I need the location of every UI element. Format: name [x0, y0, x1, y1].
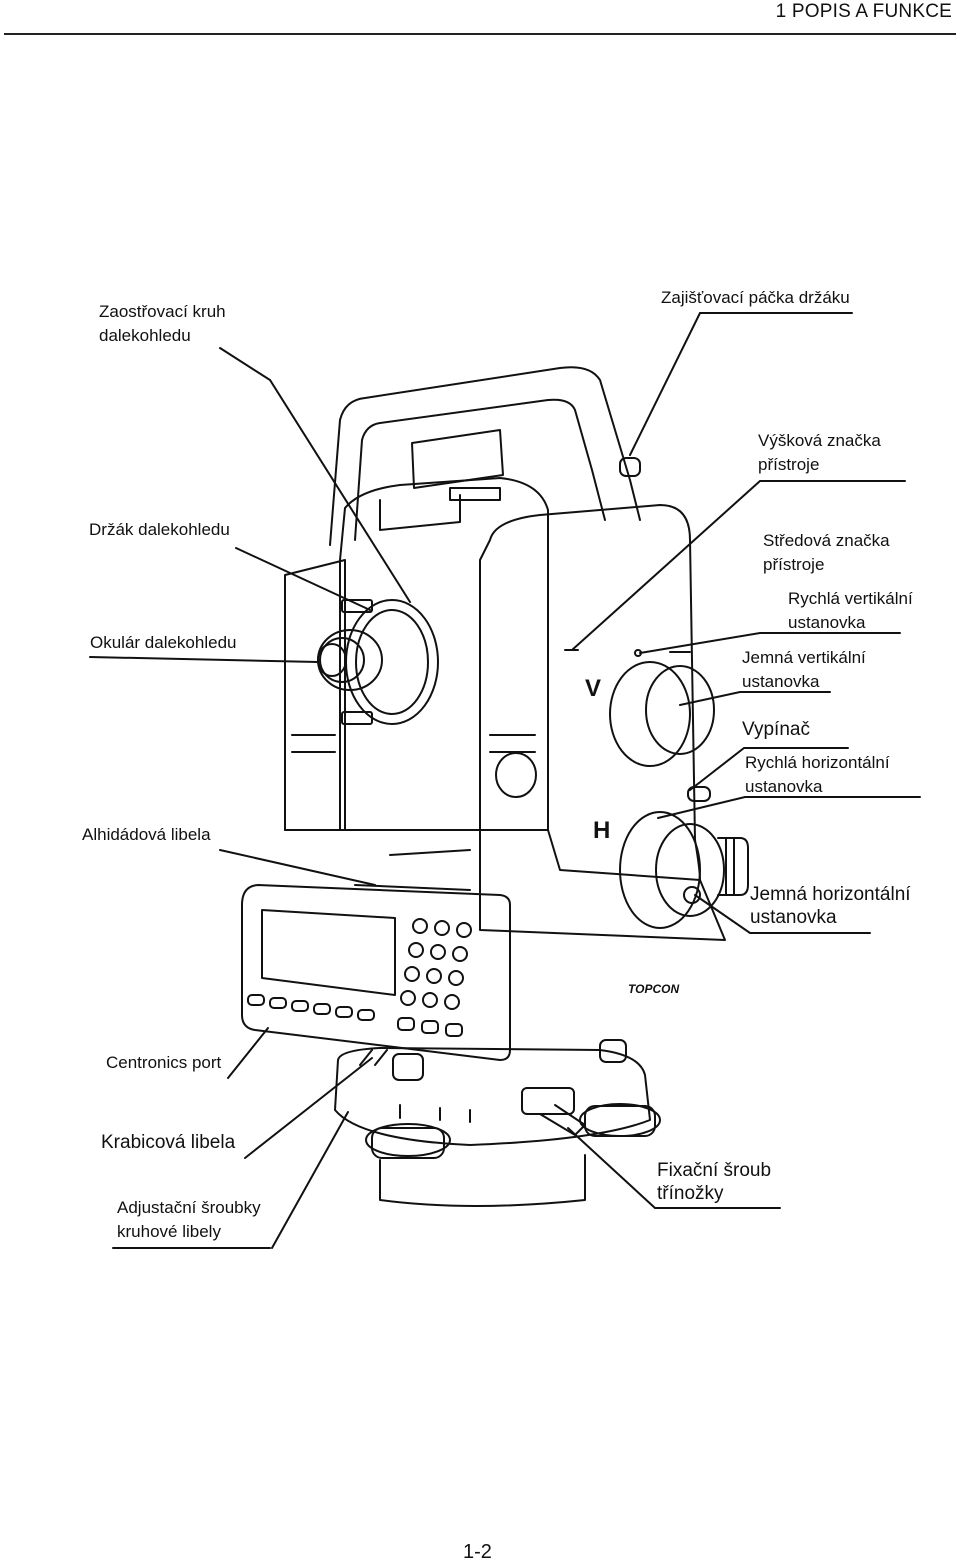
label-power-switch: Vypínač	[742, 719, 810, 740]
vertical-fine-knob	[645, 665, 715, 755]
leader-horizontal-coarse	[657, 796, 921, 819]
label-vertical-coarse-1: Rychlá vertikální	[788, 589, 913, 608]
label-plate-level: Alhidádová libela	[82, 825, 211, 844]
section-title: 1 POPIS A FUNKCE	[775, 1, 952, 22]
handle-lock-lever	[619, 457, 641, 477]
label-center-mark-1: Středová značka	[763, 531, 890, 550]
carrying-handle	[329, 366, 641, 546]
label-telescope-holder: Držák dalekohledu	[89, 520, 230, 539]
label-vertical-fine-1: Jemná vertikální	[742, 648, 866, 667]
leader-focus-ring	[219, 347, 411, 603]
label-handle-lock: Zajišťovací páčka držáku	[661, 288, 850, 307]
right-standard	[479, 504, 726, 941]
leader-power	[689, 747, 849, 791]
leader-height-mark	[571, 480, 906, 651]
label-centronics-port: Centronics port	[106, 1053, 222, 1072]
control-panel	[241, 884, 511, 1061]
label-height-mark-1: Výšková značka	[758, 431, 881, 450]
leader-eyepiece	[89, 656, 319, 663]
telescope-housing	[339, 477, 549, 831]
label-center-mark-2: přístroje	[763, 555, 825, 574]
tribrach-lock	[521, 1087, 575, 1115]
horizontal-coarse-knob	[619, 811, 701, 929]
leader-center-mark	[639, 632, 901, 654]
label-focus-ring-1: Zaostřovací kruh	[99, 302, 226, 321]
leader-tribrach-lock	[567, 1127, 781, 1209]
leader-adjust-screws	[112, 1111, 349, 1249]
label-horizontal-coarse-2: ustanovka	[745, 777, 823, 796]
vertical-coarse-knob	[609, 661, 691, 767]
h-mark: H	[593, 817, 610, 844]
label-tribrach-lock-1: Fixační šroub	[657, 1160, 772, 1181]
leader-centronics	[227, 1027, 269, 1079]
brand-logo: TOPCON	[628, 982, 679, 996]
leader-vertical-fine	[679, 691, 831, 706]
leader-telescope-holder	[235, 547, 371, 611]
label-circular-level: Krabicová libela	[101, 1132, 236, 1153]
label-tribrach-lock-2: třínožky	[657, 1183, 724, 1204]
label-horizontal-fine-2: ustanovka	[750, 907, 837, 928]
leader-handle-lock	[629, 312, 853, 456]
horizontal-fine-knob	[655, 823, 725, 917]
label-adjust-screws-2: kruhové libely	[117, 1222, 221, 1241]
leader-horizontal-fine	[694, 894, 871, 934]
label-adjust-screws-1: Adjustační šroubky	[117, 1198, 261, 1217]
focus-ring-drawing	[345, 599, 439, 725]
v-mark: V	[585, 675, 601, 702]
label-focus-ring-2: dalekohledu	[99, 326, 191, 345]
lcd-display	[261, 909, 396, 996]
label-vertical-fine-2: ustanovka	[742, 672, 820, 691]
header-rule	[4, 33, 956, 35]
page-number: 1-2	[463, 1541, 492, 1563]
label-height-mark-2: přístroje	[758, 455, 820, 474]
label-vertical-coarse-2: ustanovka	[788, 613, 866, 632]
leader-plate-level	[219, 849, 376, 886]
label-eyepiece: Okulár dalekohledu	[90, 633, 237, 652]
keypad	[397, 918, 472, 1037]
leader-circular-level	[244, 1057, 373, 1159]
tribrach	[334, 1047, 651, 1146]
softkeys	[247, 994, 375, 1021]
label-horizontal-coarse-1: Rychlá horizontální	[745, 753, 890, 772]
label-horizontal-fine-1: Jemná horizontální	[750, 884, 911, 905]
